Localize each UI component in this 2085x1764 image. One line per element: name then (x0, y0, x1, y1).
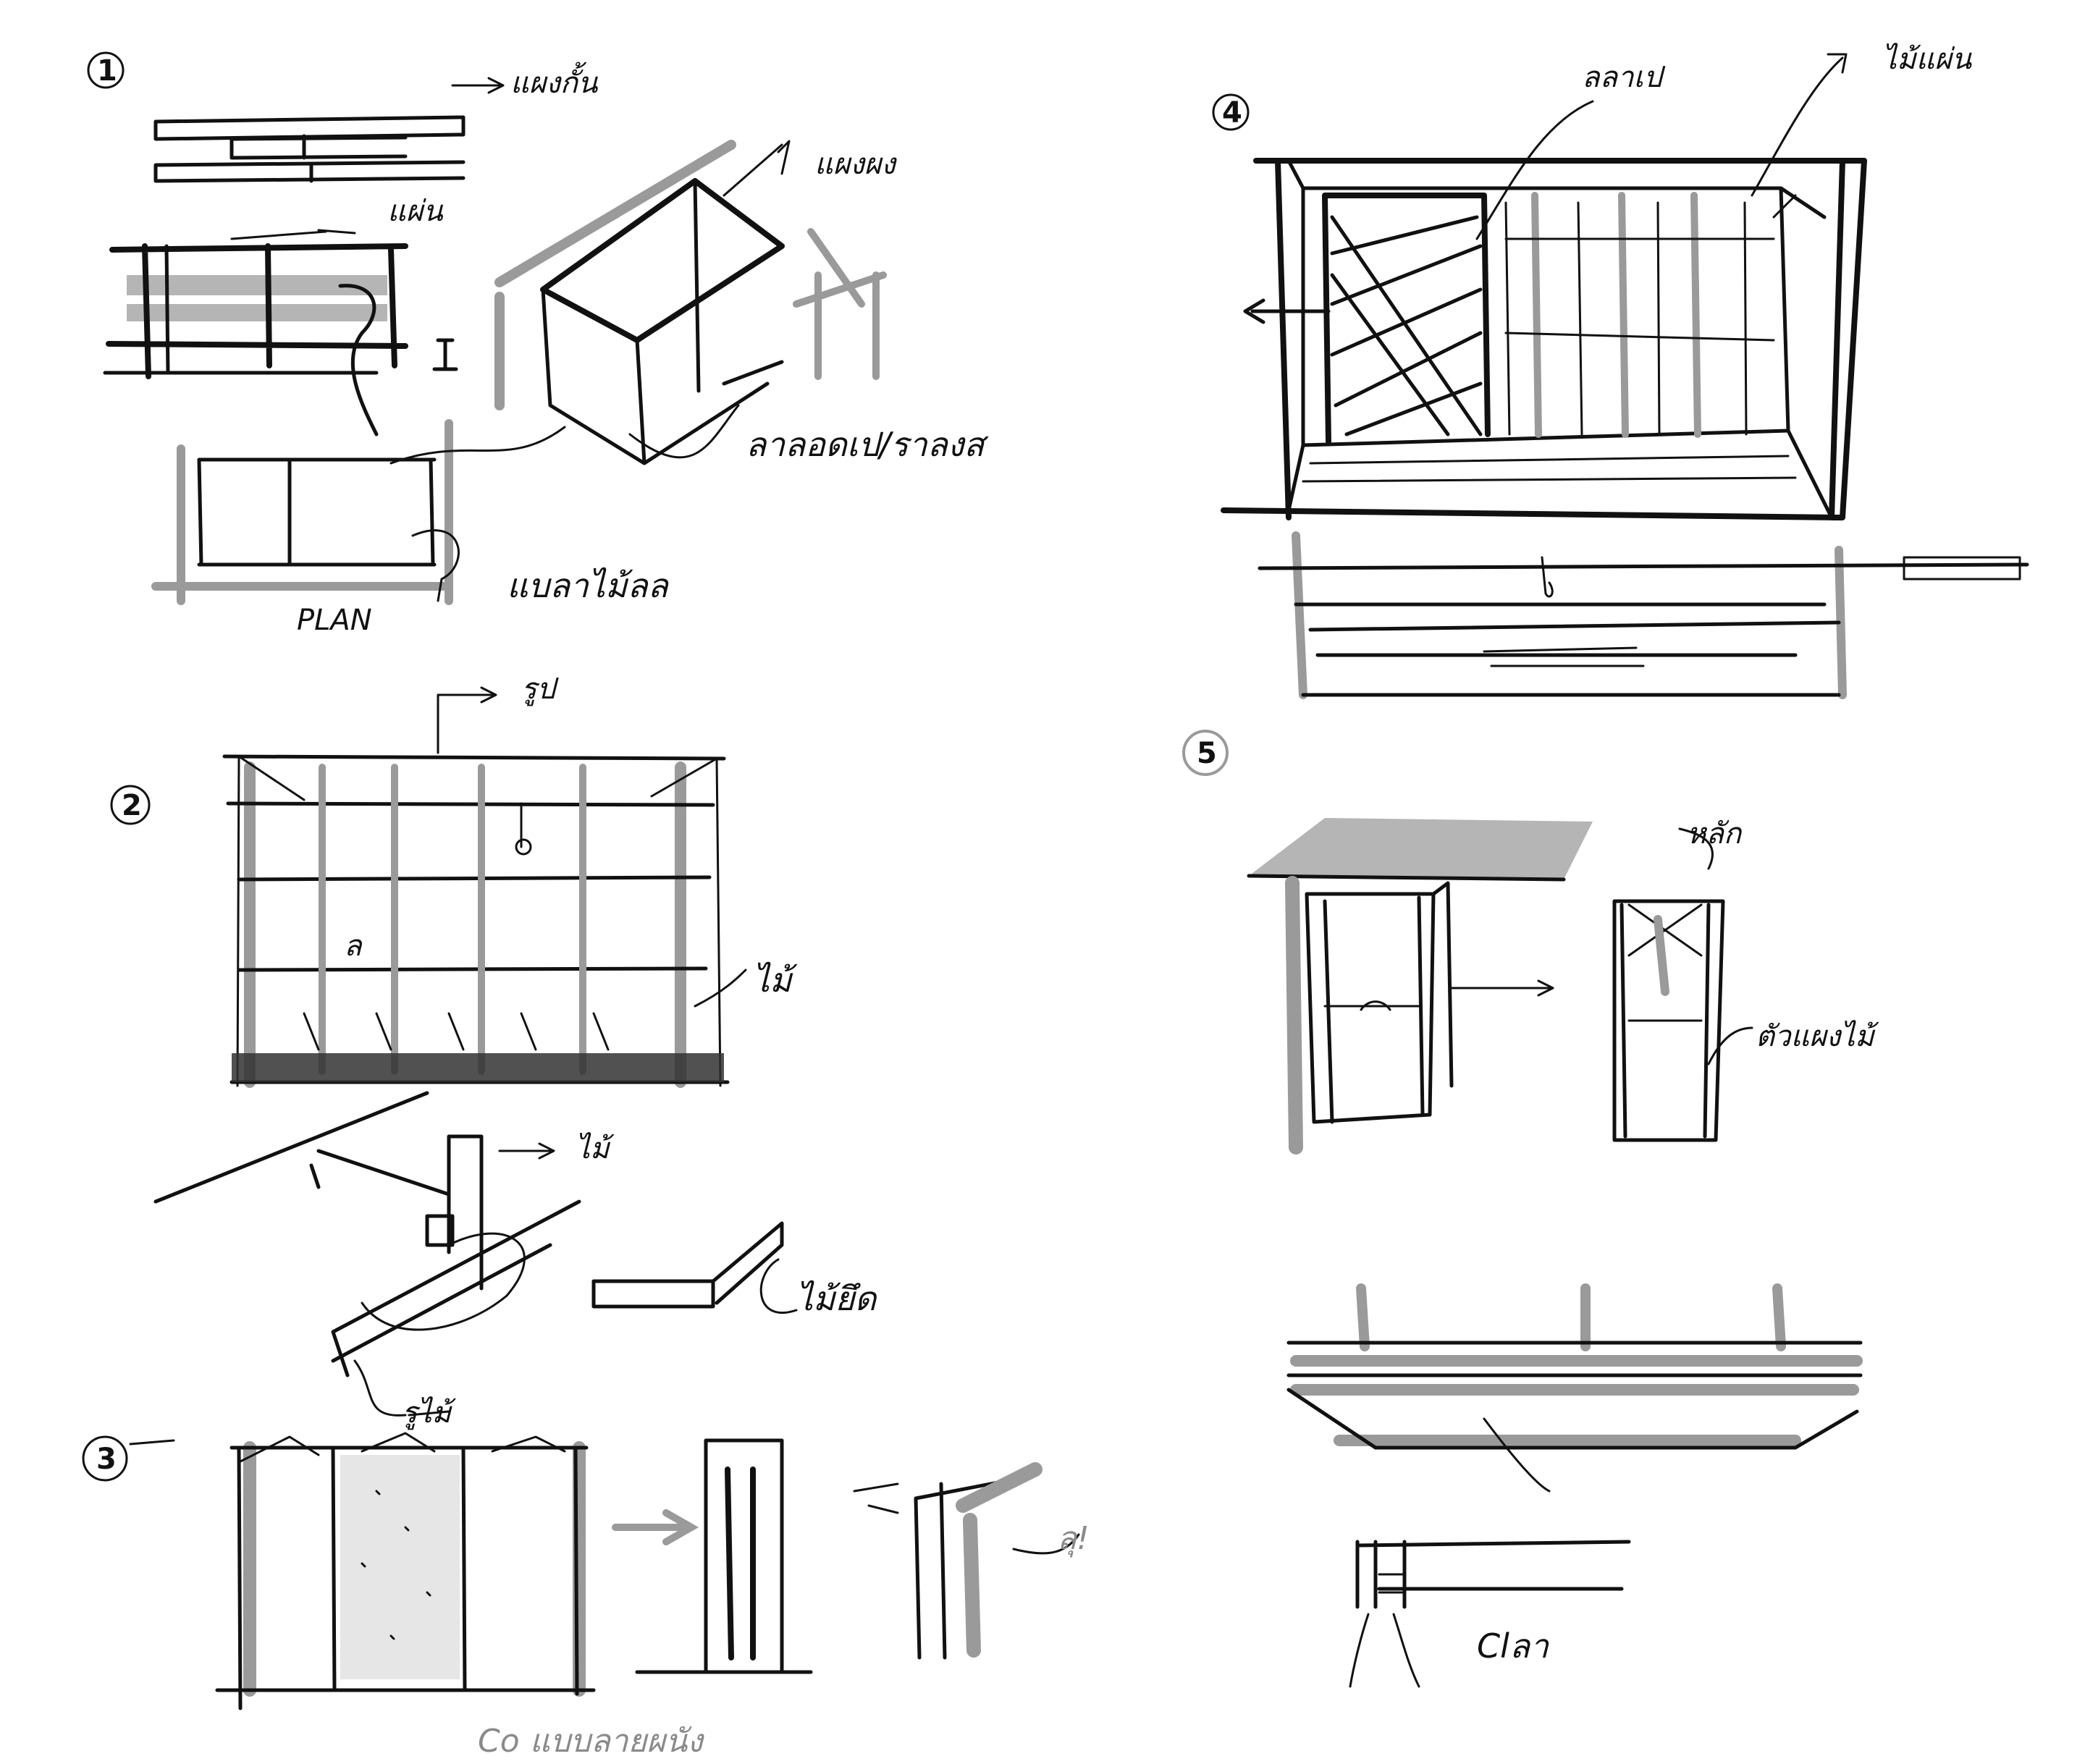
sketch-3-note-bottom: Co แบบลายผนัง (478, 1723, 705, 1760)
sketch-4-note-board: ไม้แผ่น (1882, 43, 1973, 76)
sketch-1-plan (151, 404, 740, 605)
sketch-1-plan-label: PLAN (297, 604, 372, 637)
sketch-1-iso-box (494, 140, 887, 465)
sketch-1-note-sheet: แผ่น (387, 195, 444, 228)
sketch-5-joint-detail (1349, 1540, 1631, 1688)
sketch-2-note-picture: รูป (521, 672, 559, 706)
sketch-1-number-circle (87, 51, 125, 89)
sketch-5-note-bottom: Clลา (1477, 1626, 1550, 1666)
sketch-5-cabinet-perspective (1247, 818, 1593, 1155)
sketch-3-panel-elevation (215, 1432, 596, 1710)
sketch-1-elevation (103, 229, 458, 436)
sketch-2-note-letter: ล (344, 929, 363, 963)
sketch-3-number-circle (82, 1435, 128, 1482)
sketch-3-corner-detail (853, 1462, 1080, 1660)
sketch-5-number: 5 (1197, 737, 1217, 770)
sketch-3: 3 รูไม้ Co แบบลายผนัง ลุ! (82, 1396, 1090, 1760)
sketch-4-number-circle (1212, 93, 1250, 131)
sketch-5-cabinet-front (1612, 827, 1753, 1142)
sketch-1-number: 1 (97, 54, 117, 88)
sketch-2-note-fix: ไม้ยึด (796, 1279, 877, 1318)
sketch-2-angle-detail (591, 1221, 798, 1314)
sketch-5-shelf-section (1286, 1283, 1863, 1493)
sketch-2-note-wood: ไม้ (753, 961, 797, 1000)
sketch-5-number-circle (1182, 730, 1229, 776)
sketch-2-bracket-detail (153, 1091, 581, 1417)
sketch-5-note-panel: ตัวแผงไม้ (1756, 1020, 1879, 1053)
sketch-1-note-panel: แผงกั้น (510, 62, 599, 100)
sketch-2-number-circle (110, 785, 151, 825)
sketch-4-note-panel: ลลาเป (1582, 61, 1666, 94)
sketch-5: 5 หลัก ตัวแผงไม้ (1182, 730, 1879, 1688)
sketch-1-note-screen: แผงผง (814, 148, 897, 181)
sketch-2-number: 2 (122, 789, 142, 822)
sketch-1-note-section: ลาลอดเป/ราลงส (746, 425, 989, 464)
sketch-1: 1 แผงกั้น แผ่น แผงผง (87, 51, 989, 637)
sketch-4-plan (1258, 531, 2029, 699)
sketch-4-room-perspective (1221, 53, 1867, 520)
sketch-5-note-top: หลัก (1687, 817, 1743, 851)
sketch-3-note-corner: ลุ! (1057, 1520, 1090, 1558)
sketch-4: 4 ลลาเป ไม้แผ่น (1212, 43, 2029, 699)
sketch-1-note-plan: แบลาไม้ลล (507, 566, 670, 605)
sketch-2-note-bracket: ไม้ (576, 1132, 614, 1165)
sketch-3-note-top: รูไม้ (402, 1396, 456, 1430)
sketch-2: 2 รูป ไม้ ล ไม้ (110, 672, 877, 1417)
sketch-3-section (612, 1438, 813, 1674)
sketch-1-boards (153, 77, 505, 183)
sketch-2-grid-wall (222, 686, 747, 1088)
sketch-4-number: 4 (1222, 96, 1242, 130)
sketch-3-number: 3 (96, 1443, 117, 1476)
